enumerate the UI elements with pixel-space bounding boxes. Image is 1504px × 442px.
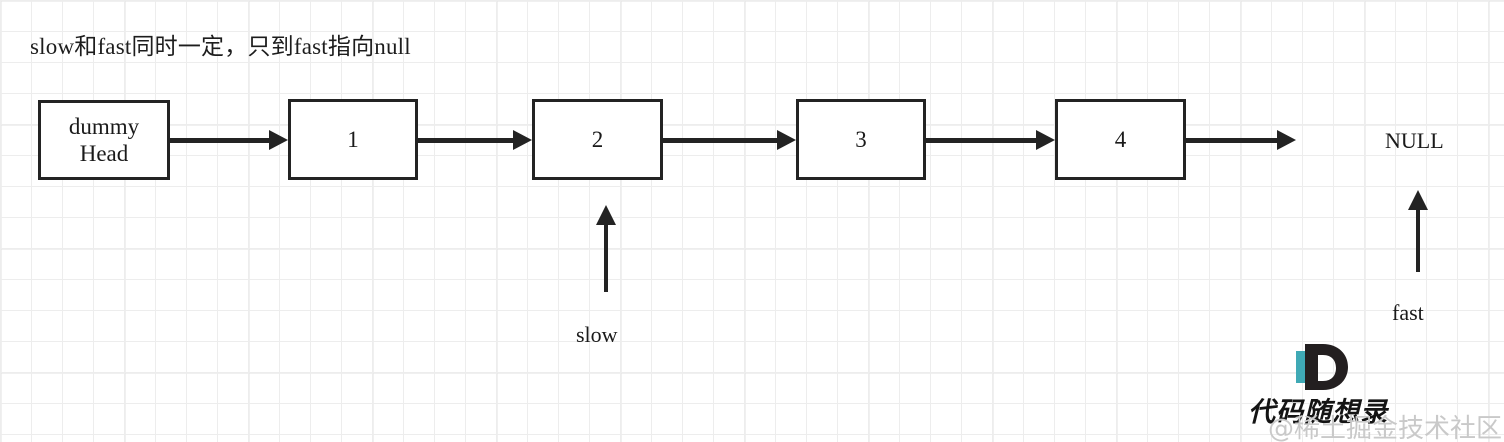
- node-label: 1: [347, 126, 359, 152]
- arrow-shaft: [663, 137, 779, 143]
- arrow-shaft: [170, 137, 271, 143]
- brand-name: 代码随想录: [1248, 397, 1388, 428]
- node-label-line-1: dummy: [68, 113, 140, 139]
- null-terminator-label: NULL: [1385, 128, 1444, 153]
- brand-logo-icon: [1296, 344, 1348, 390]
- arrow-shaft: [604, 223, 608, 292]
- list-node-2: 2: [532, 99, 663, 180]
- node-label: 4: [1114, 126, 1127, 152]
- arrow-head-icon: [269, 130, 288, 150]
- node-label: 3: [855, 126, 867, 152]
- arrow-shaft: [1186, 137, 1279, 143]
- node-label-line-2: Head: [79, 141, 129, 166]
- arrow-shaft: [926, 137, 1038, 143]
- arrow-head-icon: [596, 205, 616, 225]
- node-label: 2: [591, 126, 604, 152]
- arrow-head-icon: [1036, 130, 1055, 150]
- list-node-4: 4: [1055, 99, 1186, 180]
- arrow-shaft: [418, 137, 515, 143]
- arrow-head-icon: [777, 130, 796, 150]
- watermark: 代码随想录 @稀土掘金技术社区: [1248, 342, 1502, 442]
- watermark-source-label: @稀土掘金技术社区: [1268, 414, 1503, 442]
- list-node-1: 1: [288, 99, 418, 180]
- list-node-dummy-head: dummy Head: [38, 100, 170, 180]
- slow-pointer-label: slow: [576, 322, 618, 347]
- fast-pointer-label: fast: [1392, 300, 1424, 325]
- arrow-head-icon: [1408, 190, 1428, 210]
- page-title: slow和fast同时一定，只到fast指向null: [30, 34, 411, 59]
- arrow-head-icon: [513, 130, 532, 150]
- list-node-3: 3: [796, 99, 926, 180]
- arrow-head-icon: [1277, 130, 1296, 150]
- arrow-shaft: [1416, 208, 1420, 272]
